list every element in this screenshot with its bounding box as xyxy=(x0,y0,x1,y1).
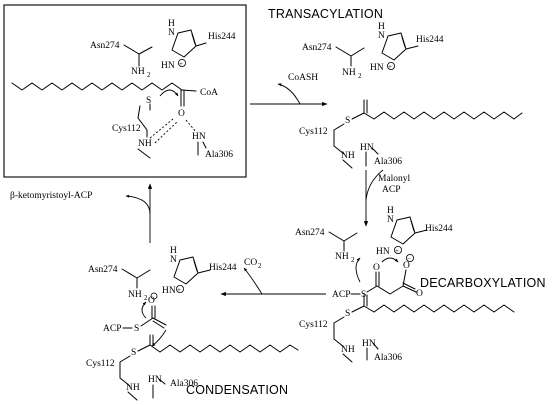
svg-text:S: S xyxy=(345,116,350,126)
svg-text:N: N xyxy=(168,28,175,38)
arrow-co2-release xyxy=(243,267,263,295)
svg-text:HN: HN xyxy=(370,63,384,73)
svg-text:HN: HN xyxy=(360,143,374,153)
svg-text:NH: NH xyxy=(342,68,356,78)
asn-label-tr: Asn274 xyxy=(302,43,332,53)
svg-text:NH: NH xyxy=(128,290,142,300)
acp-label-dc: ACP xyxy=(332,290,350,300)
svg-text:NH: NH xyxy=(126,383,140,393)
condensation-intermediate: Asn274 NH 2 H N His244 HN + O ACP S S Cy… xyxy=(86,246,299,401)
ala-label-box: Ala306 xyxy=(205,150,233,160)
acyl-enzyme-intermediate: Asn274 NH 2 H N His244 HN + S Cys112 NH … xyxy=(299,22,523,169)
svg-text:N: N xyxy=(378,31,385,41)
svg-text:N: N xyxy=(387,215,394,225)
cys-label-cd: Cys112 xyxy=(86,359,115,369)
svg-text:O: O xyxy=(148,296,155,306)
svg-text:NH: NH xyxy=(138,139,152,149)
asn-label-dc: Asn274 xyxy=(295,228,325,238)
arrow-product-release xyxy=(125,194,151,215)
acp-label-cd: ACP xyxy=(103,324,121,334)
stage-title-transacylation: TRANSACYLATION xyxy=(268,7,383,21)
active-site-box xyxy=(3,4,247,178)
svg-text:+: + xyxy=(388,63,392,71)
svg-text:NH: NH xyxy=(341,345,355,355)
malonyl-acp-label: ACP xyxy=(382,185,400,195)
arrow-malonyl-in xyxy=(365,169,384,201)
svg-text:S: S xyxy=(345,309,350,319)
svg-text:HN: HN xyxy=(161,61,175,71)
svg-text:HN: HN xyxy=(362,339,376,349)
cys-label-tr: Cys112 xyxy=(299,127,328,137)
svg-text:H: H xyxy=(170,246,177,256)
svg-text:O: O xyxy=(403,261,410,271)
svg-text:S: S xyxy=(131,348,136,358)
svg-text:NH: NH xyxy=(335,252,349,262)
svg-text:HN: HN xyxy=(192,132,206,142)
his-label-dc: His244 xyxy=(425,224,453,234)
cys-label-dc: Cys112 xyxy=(299,320,328,330)
svg-text:S: S xyxy=(134,324,139,334)
decarboxylation-intermediate: Asn274 NH 2 H N His244 HN + ACP S O O O … xyxy=(295,206,515,363)
coa-label-box: CoA xyxy=(200,88,218,98)
malonyl-label: Malonyl xyxy=(378,174,411,184)
ala-label-tr: Ala306 xyxy=(374,157,402,167)
product-label: β-ketomyristoyl-ACP xyxy=(10,191,92,201)
svg-text:S: S xyxy=(146,96,151,106)
co2-label: CO xyxy=(244,258,257,268)
svg-text:HN: HN xyxy=(162,286,176,296)
coash-label: CoASH xyxy=(288,73,318,83)
svg-text:H: H xyxy=(168,19,175,29)
stage-title-decarboxylation: DECARBOXYLATION xyxy=(420,276,546,290)
svg-text:O: O xyxy=(373,263,380,273)
svg-text:2: 2 xyxy=(351,256,355,264)
asn-label-box: Asn274 xyxy=(90,41,120,51)
svg-text:2: 2 xyxy=(144,294,148,302)
his-label-tr: His244 xyxy=(416,35,444,45)
ala-label-dc: Ala306 xyxy=(374,353,402,363)
svg-text:+: + xyxy=(395,247,399,255)
stage-title-condensation: CONDENSATION xyxy=(186,383,288,397)
svg-text:O: O xyxy=(178,109,185,119)
asn-label-cd: Asn274 xyxy=(88,265,118,275)
ala-label-cd: Ala306 xyxy=(170,379,198,389)
svg-text:2: 2 xyxy=(258,262,262,270)
nh2-label-box: NH xyxy=(131,67,145,77)
svg-text:2: 2 xyxy=(358,72,362,80)
his-label-box: His244 xyxy=(208,32,236,42)
svg-text:−: − xyxy=(407,255,411,263)
svg-text:O: O xyxy=(416,289,423,299)
his-label-cd: His244 xyxy=(209,263,237,273)
svg-text:H: H xyxy=(387,206,394,216)
svg-text:2: 2 xyxy=(147,71,151,79)
svg-text:NH: NH xyxy=(341,151,355,161)
svg-text:N: N xyxy=(170,255,177,265)
box-intermediate: Asn274 NH 2 H N His244 HN + CoA O S Cys1… xyxy=(11,19,236,160)
svg-text:+: + xyxy=(177,286,181,294)
svg-text:+: + xyxy=(179,60,183,68)
svg-text:HN: HN xyxy=(376,247,390,257)
arrow-coash-release xyxy=(277,83,301,105)
cys-label-box: Cys112 xyxy=(112,124,141,134)
svg-text:H: H xyxy=(378,22,385,32)
svg-text:HN: HN xyxy=(148,375,162,385)
